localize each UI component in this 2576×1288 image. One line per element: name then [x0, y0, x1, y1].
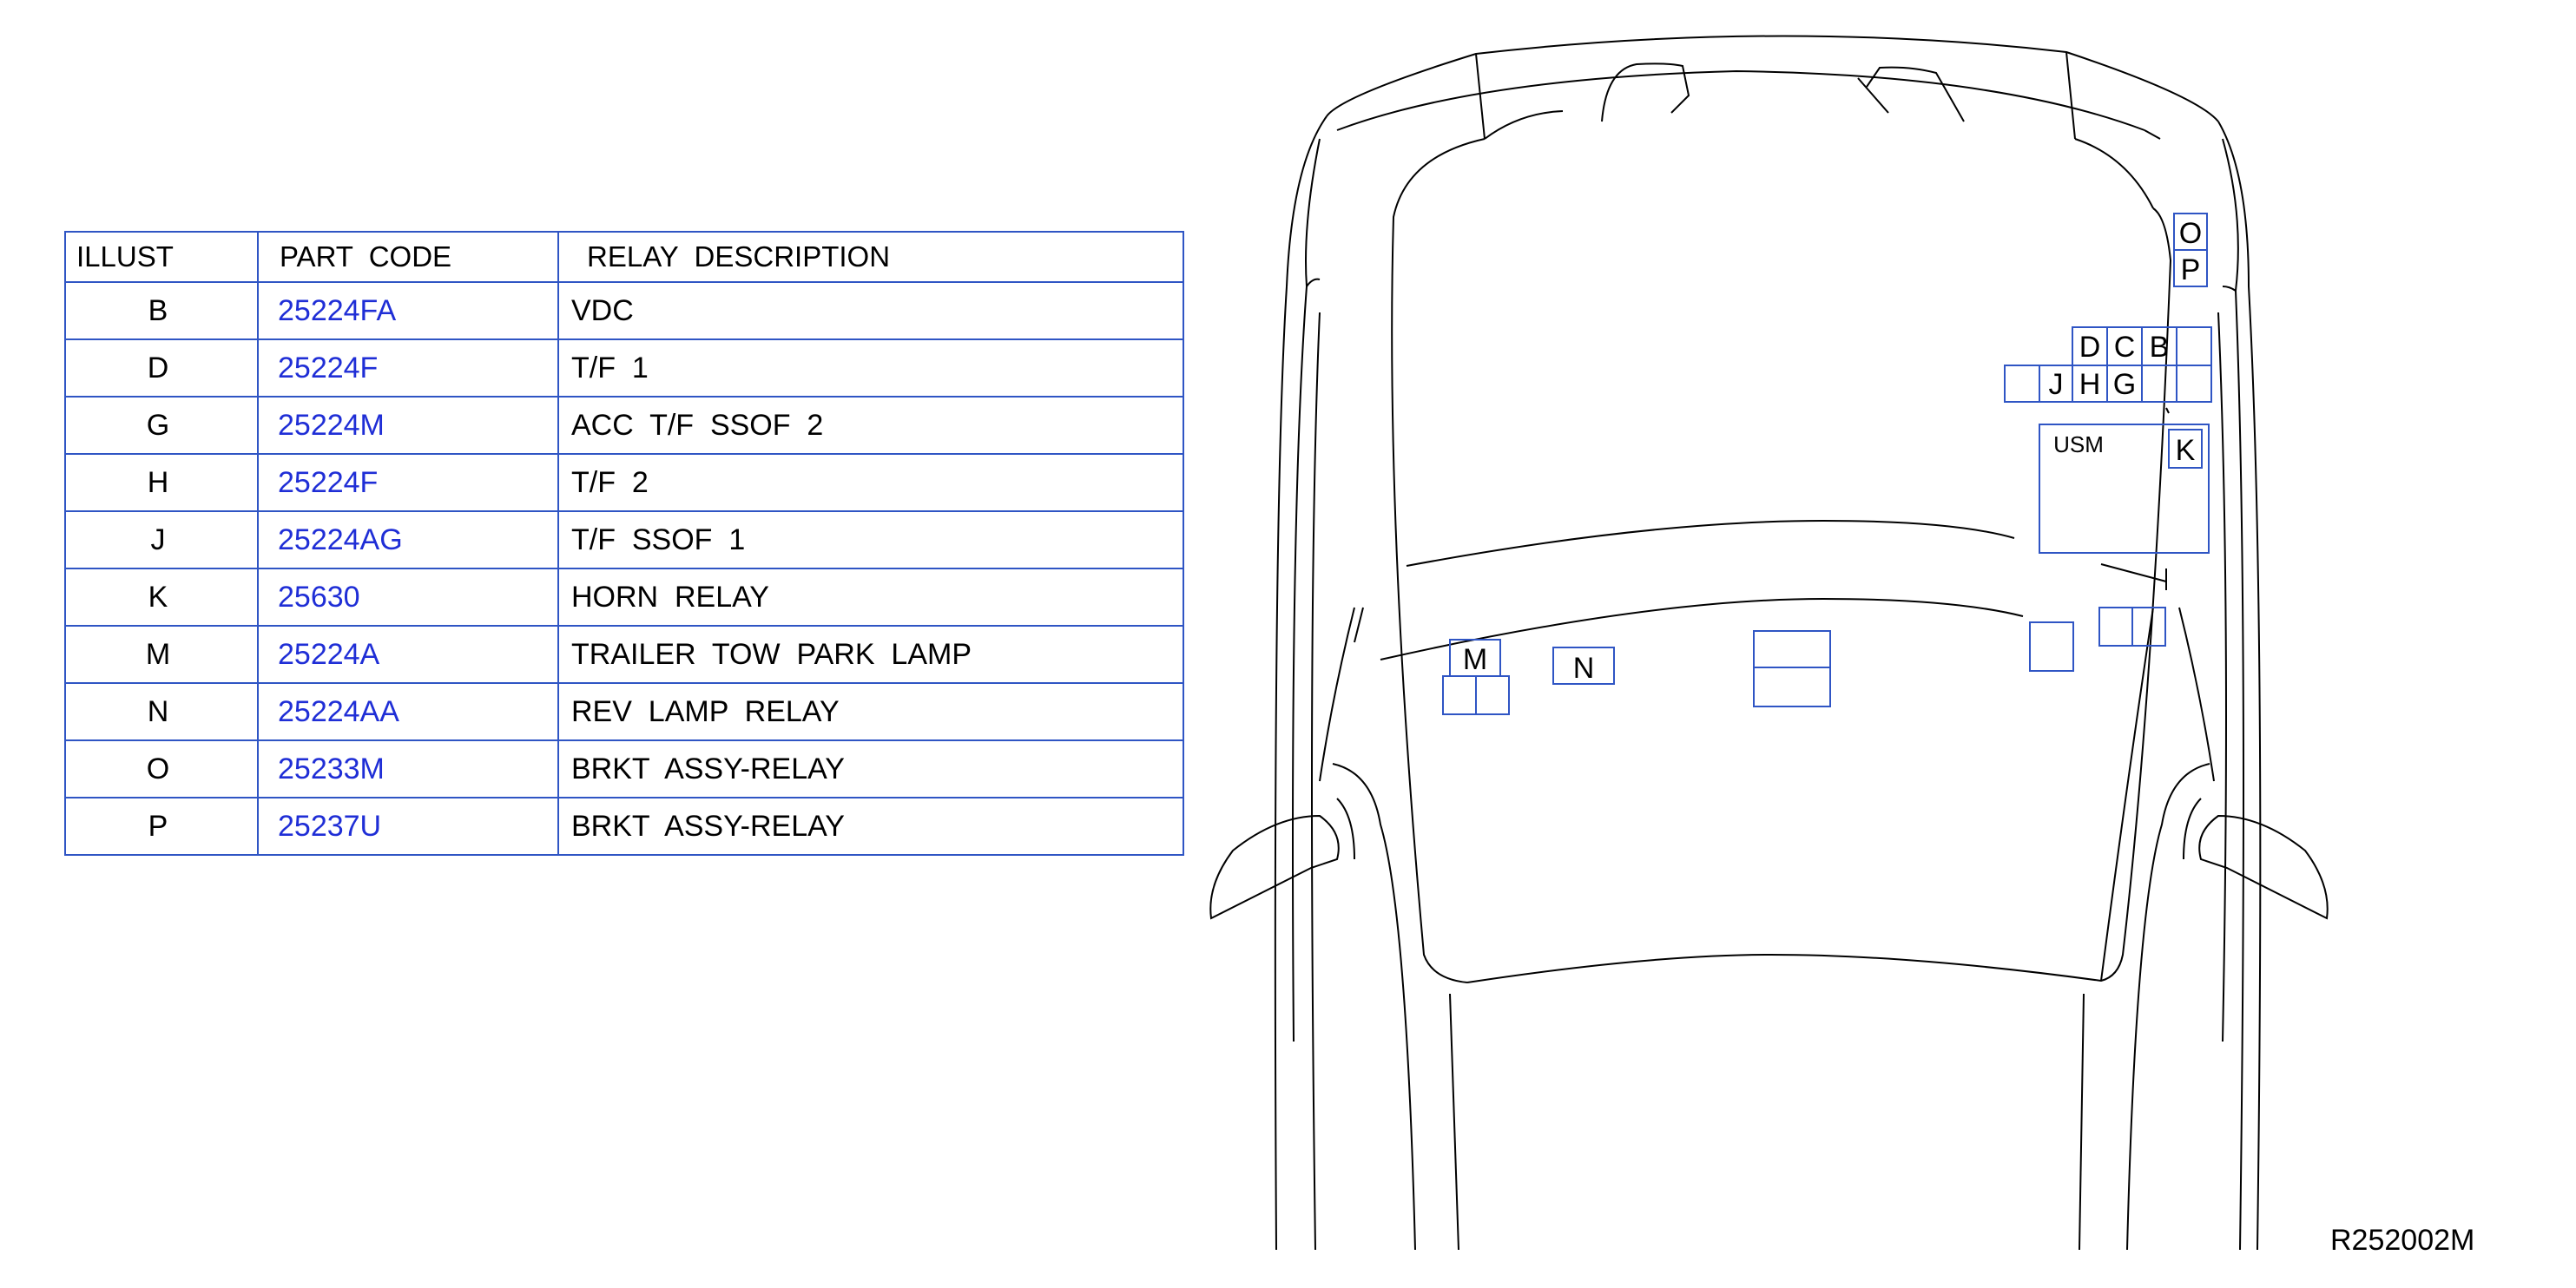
label-n: N [1573, 652, 1595, 685]
illust-cell: H [64, 453, 259, 512]
usm-box [2039, 424, 2210, 554]
relay-box-empty-5 [1442, 675, 1477, 715]
illust-cell: P [64, 797, 259, 856]
relay-box-empty-2 [2004, 365, 2040, 403]
part-code-link[interactable]: 25237U [278, 809, 382, 843]
relay-description-cell: REV LAMP RELAY [557, 682, 1184, 741]
illust-cell: N [64, 682, 259, 741]
table-row: P 25237U BRKT ASSY-RELAY [64, 797, 1184, 856]
label-c: C [2114, 331, 2136, 364]
table-row: G 25224M ACC T/F SSOF 2 [64, 396, 1184, 455]
relay-boxes [1442, 213, 2212, 715]
diagram-labels: O P D C B J H G K M N USM [1463, 217, 2202, 685]
relay-box-empty-6 [1475, 675, 1510, 715]
relay-box-empty-8 [1753, 667, 1831, 707]
illust-cell: M [64, 625, 259, 684]
table-header-row: ILLUST PART CODE RELAY DESCRIPTION [64, 231, 1184, 283]
table-row: M 25224A TRAILER TOW PARK LAMP [64, 625, 1184, 684]
table-row: B 25224FA VDC [64, 281, 1184, 340]
relay-description-cell: T/F 2 [557, 453, 1184, 512]
relay-description-cell: BRKT ASSY-RELAY [557, 797, 1184, 856]
table-row: D 25224F T/F 1 [64, 338, 1184, 398]
part-code-cell: 25224F [257, 338, 559, 398]
figure-reference: R252002M [2330, 1224, 2475, 1257]
relay-box-empty-9 [2029, 621, 2074, 672]
part-code-link[interactable]: 25224F [278, 351, 379, 384]
header-relay-description: RELAY DESCRIPTION [557, 231, 1184, 283]
part-code-cell: 25233M [257, 739, 559, 798]
relay-box-empty-3 [2141, 365, 2177, 403]
illust-cell: D [64, 338, 259, 398]
part-code-cell: 25630 [257, 568, 559, 627]
relay-box-p [2173, 249, 2208, 287]
part-code-link[interactable]: 25630 [278, 580, 360, 614]
relay-box-empty-1 [2176, 326, 2212, 366]
relay-parts-table: ILLUST PART CODE RELAY DESCRIPTION B 2522… [64, 231, 1184, 856]
part-code-cell: 25224AG [257, 510, 559, 569]
part-code-link[interactable]: 25224FA [278, 293, 397, 327]
label-k: K [2176, 434, 2196, 467]
table-row: K 25630 HORN RELAY [64, 568, 1184, 627]
illust-cell: B [64, 281, 259, 340]
relay-box-empty-10 [2098, 607, 2133, 647]
part-code-cell: 25224A [257, 625, 559, 684]
part-code-cell: 25224AA [257, 682, 559, 741]
label-g: G [2113, 368, 2136, 401]
table-row: J 25224AG T/F SSOF 1 [64, 510, 1184, 569]
relay-box-empty-7 [1753, 630, 1831, 668]
label-d: D [2079, 331, 2101, 364]
label-h: H [2079, 368, 2101, 401]
part-code-link[interactable]: 25224AA [278, 694, 399, 728]
table-row: O 25233M BRKT ASSY-RELAY [64, 739, 1184, 798]
relay-description-cell: HORN RELAY [557, 568, 1184, 627]
vehicle-outline [1209, 35, 2329, 1251]
part-code-link[interactable]: 25224A [278, 637, 380, 671]
part-code-link[interactable]: 25233M [278, 752, 385, 785]
table-row: H 25224F T/F 2 [64, 453, 1184, 512]
part-code-cell: 25224M [257, 396, 559, 455]
relay-description-cell: ACC T/F SSOF 2 [557, 396, 1184, 455]
illust-cell: O [64, 739, 259, 798]
header-part-code: PART CODE [257, 231, 559, 283]
part-code-link[interactable]: 25224F [278, 465, 379, 499]
relay-description-cell: T/F SSOF 1 [557, 510, 1184, 569]
part-code-cell: 25224FA [257, 281, 559, 340]
relay-box-n [1552, 647, 1615, 685]
label-j: J [2049, 368, 2064, 401]
table-row: N 25224AA REV LAMP RELAY [64, 682, 1184, 741]
relay-description-cell: T/F 1 [557, 338, 1184, 398]
label-p: P [2181, 253, 2201, 286]
relay-box-empty-4 [2176, 365, 2212, 403]
illust-cell: J [64, 510, 259, 569]
illust-cell: K [64, 568, 259, 627]
illust-cell: G [64, 396, 259, 455]
part-code-link[interactable]: 25224M [278, 408, 385, 442]
relay-description-cell: BRKT ASSY-RELAY [557, 739, 1184, 798]
label-b: B [2150, 331, 2170, 364]
label-m: M [1463, 643, 1487, 676]
relay-description-cell: TRAILER TOW PARK LAMP [557, 625, 1184, 684]
label-o: O [2179, 217, 2202, 250]
relay-description-cell: VDC [557, 281, 1184, 340]
part-code-cell: 25237U [257, 797, 559, 856]
part-code-link[interactable]: 25224AG [278, 522, 403, 556]
relay-box-empty-11 [2131, 607, 2166, 647]
header-illust: ILLUST [64, 231, 259, 283]
relay-box-k [2168, 429, 2203, 469]
label-usm: USM [2053, 431, 2104, 457]
part-code-cell: 25224F [257, 453, 559, 512]
